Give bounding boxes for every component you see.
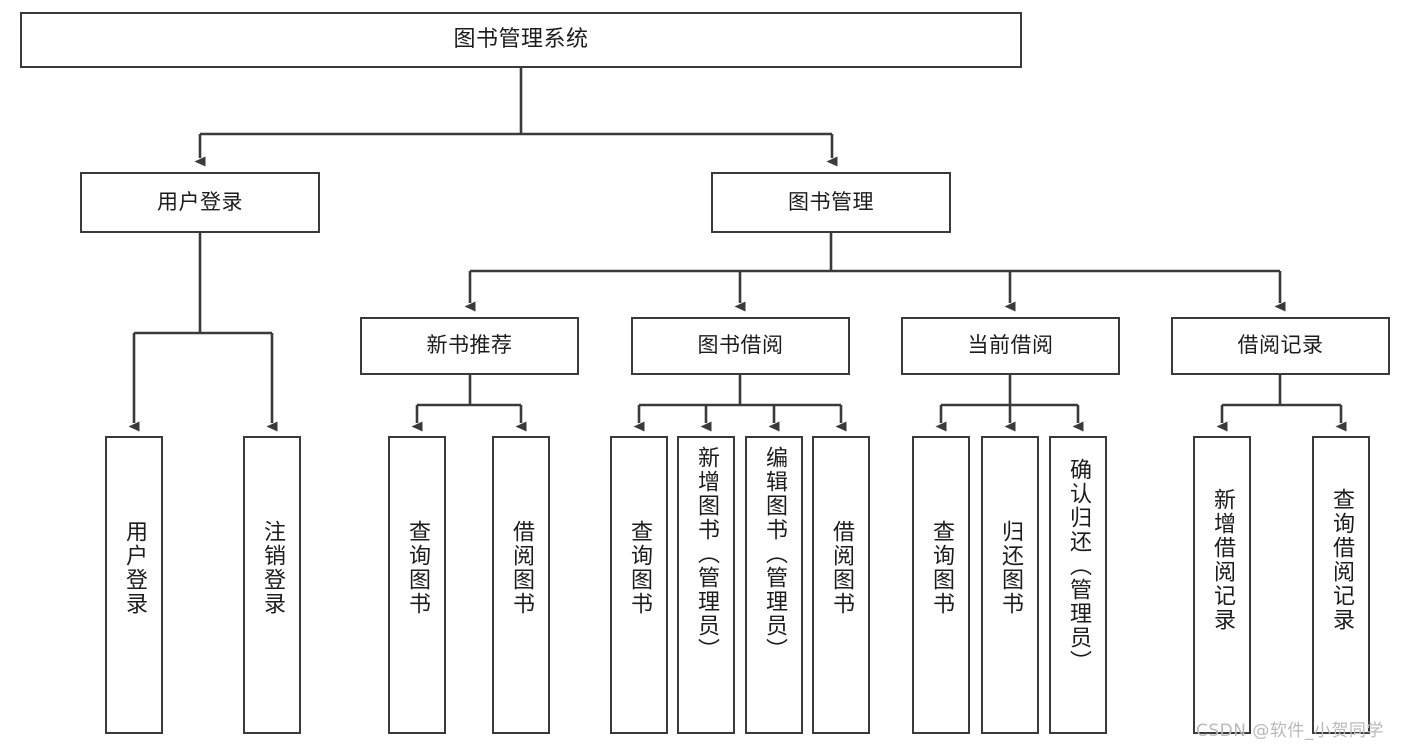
node-label: 新增图书（管理员） xyxy=(693,446,719,662)
node-borrow-record[interactable]: 借阅记录 xyxy=(1171,317,1390,375)
node-label: 用户登录 xyxy=(121,520,147,616)
node-label: 新增借阅记录 xyxy=(1209,488,1235,632)
node-label: 查询图书 xyxy=(928,520,954,616)
node-label: 查询图书 xyxy=(404,520,430,616)
node-leaf-logout-login[interactable]: 注销登录 xyxy=(243,436,301,734)
node-label: 注销登录 xyxy=(259,520,285,616)
node-leaf-query-book-borrow[interactable]: 查询图书 xyxy=(610,436,668,734)
node-label: 图书管理 xyxy=(788,189,874,214)
node-user-login[interactable]: 用户登录 xyxy=(80,172,320,233)
node-leaf-query-book-current[interactable]: 查询图书 xyxy=(912,436,970,734)
node-leaf-return-book[interactable]: 归还图书 xyxy=(981,436,1039,734)
node-leaf-borrow-book[interactable]: 借阅图书 xyxy=(812,436,870,734)
node-label: 借阅记录 xyxy=(1237,333,1324,358)
node-leaf-borrow-book-recommend[interactable]: 借阅图书 xyxy=(492,436,550,734)
node-label: 图书借阅 xyxy=(697,333,784,358)
node-current-borrow[interactable]: 当前借阅 xyxy=(901,317,1120,375)
node-book-management[interactable]: 图书管理 xyxy=(711,172,951,233)
node-label: 新书推荐 xyxy=(426,333,513,358)
node-label: 借阅图书 xyxy=(508,520,534,616)
node-book-borrow[interactable]: 图书借阅 xyxy=(631,317,850,375)
node-label: 确认归还（管理员） xyxy=(1065,458,1091,674)
node-leaf-edit-book-admin[interactable]: 编辑图书（管理员） xyxy=(745,436,803,734)
node-root-system[interactable]: 图书管理系统 xyxy=(20,12,1022,68)
node-label: 查询图书 xyxy=(626,520,652,616)
node-label: 归还图书 xyxy=(997,520,1023,616)
node-new-book-recommend[interactable]: 新书推荐 xyxy=(360,317,579,375)
node-leaf-add-borrow-record[interactable]: 新增借阅记录 xyxy=(1193,436,1251,734)
node-leaf-query-book-recommend[interactable]: 查询图书 xyxy=(388,436,446,734)
watermark-text: CSDN @软件_小贺同学 xyxy=(1196,721,1384,741)
node-leaf-confirm-return-admin[interactable]: 确认归还（管理员） xyxy=(1049,436,1107,734)
node-label: 用户登录 xyxy=(157,189,243,214)
node-label: 查询借阅记录 xyxy=(1328,488,1354,632)
node-label: 借阅图书 xyxy=(828,520,854,616)
node-label: 编辑图书（管理员） xyxy=(761,446,787,662)
node-label: 图书管理系统 xyxy=(453,26,589,52)
node-leaf-user-login[interactable]: 用户登录 xyxy=(105,436,163,734)
node-leaf-add-book-admin[interactable]: 新增图书（管理员） xyxy=(677,436,735,734)
node-leaf-query-borrow-record[interactable]: 查询借阅记录 xyxy=(1312,436,1370,734)
node-label: 当前借阅 xyxy=(967,333,1054,358)
